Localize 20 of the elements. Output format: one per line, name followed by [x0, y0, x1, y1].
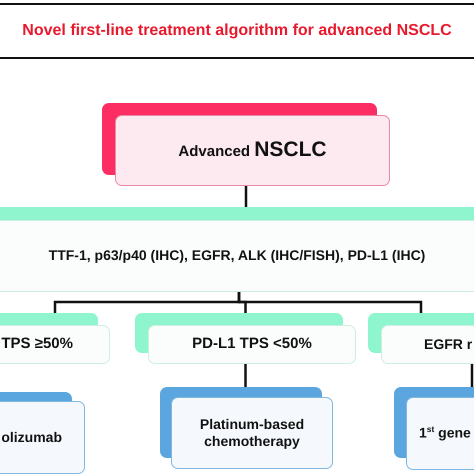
process-box: [102, 103, 390, 186]
box-label: olizumab: [1, 428, 62, 446]
connector-line: [244, 186, 248, 207]
box-label: EGFR r: [424, 336, 472, 354]
connector-line: [244, 364, 247, 387]
box-label: TTF-1, p63/p40 (IHC), EGFR, ALK (IHC/FISH), PD-L1 (IHC): [48, 247, 426, 265]
box-label: 1$^{st}$ gene: [419, 424, 471, 443]
box-label: PD-L1 TPS <50%: [192, 335, 312, 354]
process-box: [0, 313, 110, 364]
process-box: [368, 313, 474, 364]
box-label: TPS ≥50%: [1, 335, 73, 354]
box-label: Advanced NSCLC: [178, 137, 327, 164]
process-box: [135, 313, 356, 364]
connector-line: [238, 292, 422, 313]
box-label: Platinum-based chemotherapy: [198, 416, 306, 450]
title: Novel first-line treatment algorithm for advanced NSCLC: [22, 22, 452, 40]
connector-line: [470, 364, 474, 387]
process-box: [160, 387, 333, 469]
process-box: [0, 392, 85, 474]
process-box: [0, 207, 474, 292]
